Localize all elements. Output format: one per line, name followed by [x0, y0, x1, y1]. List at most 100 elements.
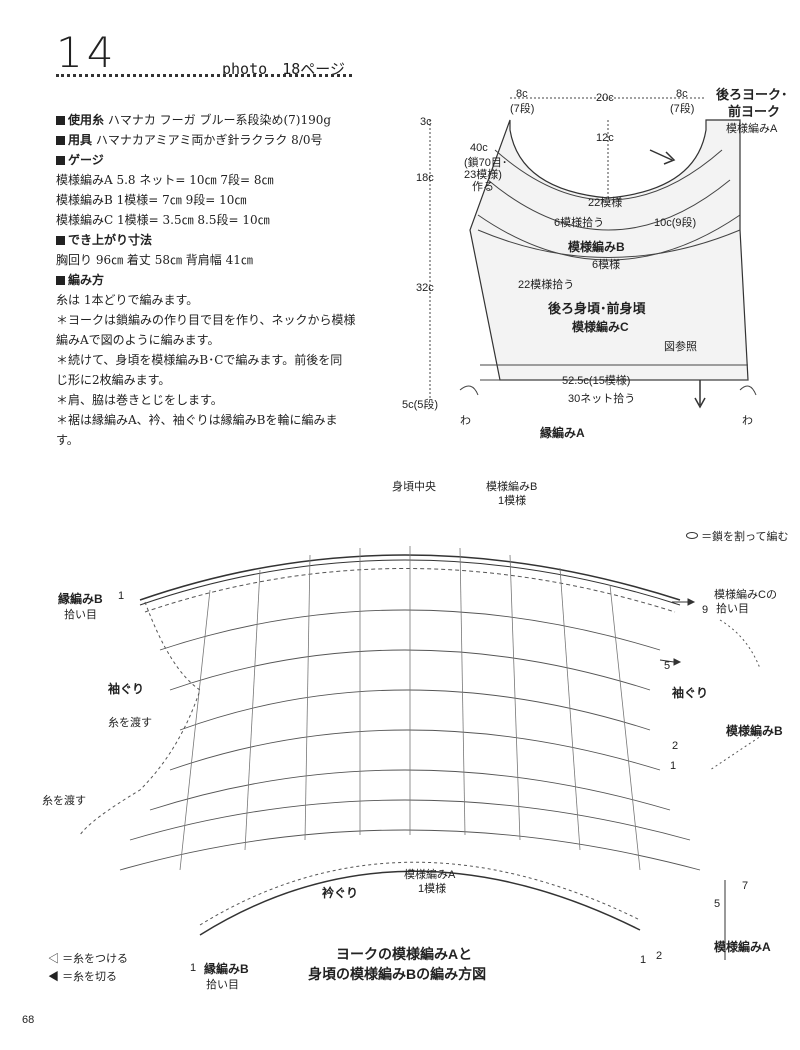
- page-number: 68: [22, 1014, 35, 1026]
- yoke-band-1: [494, 149, 723, 201]
- method-heading: 編み方: [68, 273, 105, 287]
- pattern-b-top-label: 模様編みB: [486, 481, 538, 493]
- row-9: 9: [702, 604, 709, 616]
- chart-title-2: 身頃の模様編みBの編み方図: [308, 966, 487, 982]
- yarn-heading: 使用糸: [68, 113, 105, 127]
- garment-schematic: [429, 97, 757, 409]
- size-heading: でき上がり寸法: [68, 233, 153, 247]
- gauge-line: 模様編みB 1模様= 7㎝ 9段= 10㎝: [56, 193, 247, 207]
- shoulder-right-rows: (7段): [670, 103, 695, 115]
- neck-label: 衿ぐり: [322, 886, 359, 900]
- foundation-2: (鎖70目･: [464, 157, 508, 169]
- wa-right: わ: [742, 415, 753, 427]
- method-line: ＊裾は縁編みA、衿、袖ぐりは縁編みBを輪に編みま: [56, 413, 338, 427]
- legend-chain-text: ＝鎖を割って編む: [701, 531, 789, 543]
- photo-reference: photo 18ページ: [222, 58, 345, 79]
- pick-22: 22模様拾う: [518, 279, 575, 291]
- tool-text: ハマナカアミアミ両かぎ針ラクラク 8/0号: [95, 133, 323, 147]
- pattern-c-pick-2: 拾い目: [716, 603, 749, 615]
- chart-top-arc: [139, 554, 681, 601]
- wa-left: わ: [460, 415, 471, 427]
- pass-yarn-1: 糸を渡す: [108, 717, 152, 729]
- edge-b-bottom: 縁編みB: [204, 962, 249, 976]
- edge-b-bottom-sub: 拾い目: [206, 979, 239, 991]
- legend-cut: ◀ ＝糸を切る: [48, 968, 117, 984]
- tool-row: 用具 ハマナカアミアミ両かぎ針ラクラク 8/0号: [56, 130, 396, 150]
- yoke-title-2: 前ヨーク: [728, 104, 781, 119]
- method-line: じ形に2枚編みます。: [56, 373, 171, 387]
- method-line: ＊肩、脇は巻きとじをします。: [56, 393, 223, 407]
- pattern-a-mid: 模様編みA: [404, 869, 456, 881]
- hem-pick: 30ネット拾う: [568, 393, 636, 405]
- pattern-b-top-repeat: 1模様: [498, 495, 527, 507]
- edge-b-left: 縁編みB: [58, 592, 103, 606]
- shoulder-left-width: 8c: [516, 88, 528, 100]
- method-line: 編みAで図のように編みます。: [56, 333, 220, 347]
- crochet-chart: [79, 546, 760, 960]
- yarn-row: 使用糸 ハマナカ フーガ ブルー系段染め(7)190g: [56, 110, 396, 130]
- see-chart: 図参照: [664, 341, 697, 353]
- height-5c: 5c(5段): [402, 399, 439, 411]
- foundation-1: 40c: [470, 142, 488, 154]
- method-line: す。: [56, 433, 79, 447]
- body-center-label: 身頃中央: [392, 481, 436, 493]
- pattern-a-mid-repeat: 1模様: [418, 883, 447, 895]
- cut-triangle-icon: ◀: [48, 971, 59, 983]
- pattern-number: 14: [56, 28, 118, 77]
- pick-6: 6模様拾う: [554, 217, 605, 229]
- gauge-heading: ゲージ: [68, 153, 104, 167]
- yoke-title: 後ろヨーク･: [716, 87, 788, 102]
- edge-a-label: 縁編みA: [540, 426, 585, 440]
- materials-block: 使用糸 ハマナカ フーガ ブルー系段染め(7)190g 用具 ハマナカアミアミ両…: [56, 110, 396, 450]
- neck-depth: 12c: [596, 132, 614, 144]
- gauge-line: 模様編みC 1模様= 3.5㎝ 8.5段= 10㎝: [56, 213, 270, 227]
- photo-page: 18ページ: [282, 60, 345, 78]
- row-1-chart-bottom: 1: [190, 962, 197, 974]
- yoke-band-2: [487, 179, 731, 231]
- yoke-band-3: [477, 214, 741, 261]
- foundation-3: 23模様): [464, 169, 502, 181]
- row-1-left: 1: [118, 590, 125, 602]
- neck-arc: [199, 870, 641, 936]
- pattern-b-right: 模様編みB: [726, 724, 783, 738]
- body-title: 後ろ身頃･前身頃: [548, 301, 646, 316]
- pattern-c-pick: 模様編みCの: [714, 589, 777, 601]
- pass-yarn-2: 糸を渡す: [42, 795, 86, 807]
- row-2-right: 2: [672, 740, 679, 752]
- pattern-22: 22模様: [588, 197, 623, 209]
- chain-oval-icon: [686, 532, 698, 539]
- gauge-heading-row: ゲージ: [56, 150, 396, 170]
- height-3c: 3c: [420, 116, 432, 128]
- row-1-right: 1: [670, 760, 677, 772]
- photo-label: photo: [222, 60, 268, 78]
- method-line: ＊ヨークは鎖編みの作り目で目を作り、ネックから模様: [56, 313, 356, 327]
- row-1-bottom: 1: [640, 954, 647, 966]
- row-7: 7: [742, 880, 749, 892]
- header-rule: [56, 74, 352, 77]
- pattern-6: 6模様: [592, 259, 621, 271]
- armhole-size: 10c(9段): [654, 217, 697, 229]
- pattern-a-right: 模様編みA: [714, 940, 771, 954]
- gauge-line: 模様編みA 5.8 ネット= 10㎝ 7段= 8㎝: [56, 173, 274, 187]
- method-line: 糸は 1本どりで編みます。: [56, 293, 199, 307]
- attach-triangle-icon: ◁: [48, 953, 59, 965]
- size-text: 胸回り 96㎝ 着丈 58㎝ 背肩幅 41㎝: [56, 253, 253, 267]
- yarn-text: ハマナカ フーガ ブルー系段染め(7)190g: [107, 113, 332, 127]
- armhole-right: 袖ぐり: [672, 686, 709, 700]
- shoulder-left-rows: (7段): [510, 103, 535, 115]
- shoulder-right-width: 8c: [676, 88, 688, 100]
- row-5-bottom: 5: [714, 898, 721, 910]
- legend-attach: ◁ ＝糸をつける: [48, 950, 128, 966]
- row-2-bottom: 2: [656, 950, 663, 962]
- height-18c: 18c: [416, 172, 434, 184]
- legend-attach-text: ＝糸をつける: [62, 953, 129, 965]
- neck-width: 20c: [596, 92, 614, 104]
- height-32c: 32c: [416, 282, 434, 294]
- legend-cut-text: ＝糸を切る: [62, 971, 118, 983]
- patB-band: [477, 229, 741, 258]
- chart-title-1: ヨークの模様編みAと: [336, 946, 473, 962]
- pattern-b-label: 模様編みB: [568, 240, 625, 254]
- edge-b-left-sub: 拾い目: [64, 609, 97, 621]
- method-line: ＊続けて、身頃を模様編みB･Cで編みます。前後を同: [56, 353, 343, 367]
- row-5: 5: [664, 660, 671, 672]
